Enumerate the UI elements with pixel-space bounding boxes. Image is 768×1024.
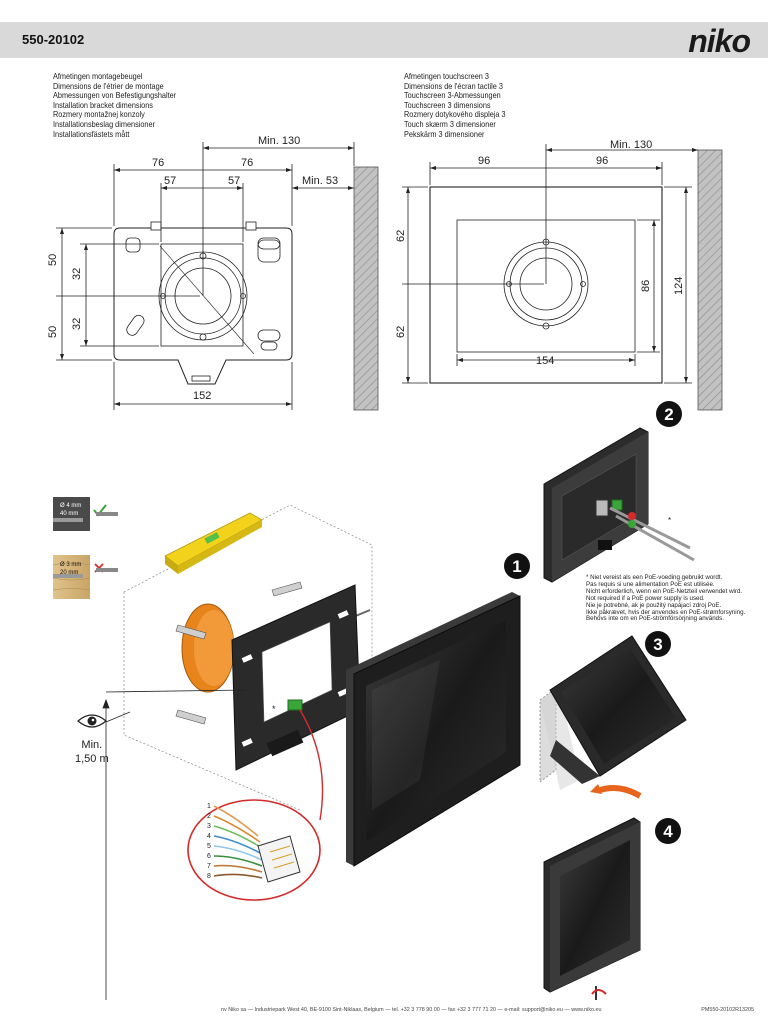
label-line: Rozmery dotykového displeja 3 (404, 109, 506, 120)
dim-57-right: 57 (228, 175, 240, 187)
poe-note-line: * Niet vereist als een PoE-voeding gebru… (586, 574, 723, 581)
dim-50-bottom: 50 (47, 326, 59, 338)
dim-152: 152 (193, 390, 211, 402)
step-4-number: 4 (663, 822, 673, 841)
flush-box (181, 603, 235, 693)
poe-note-line: Not required if a PoE power supply is us… (586, 594, 705, 602)
wire-number: 4 (207, 833, 211, 840)
step-badges (504, 401, 682, 844)
eye-icon (77, 714, 107, 728)
screen-dimension-labels: Afmetingen touchscreen 3 Dimensions de l… (404, 71, 522, 139)
mounting-bracket (231, 584, 361, 771)
screen-drawing (402, 144, 723, 411)
label-line: Afmetingen montagebeugel (53, 71, 143, 81)
dim-62-bottom: 62 (395, 326, 407, 338)
poe-note-line: Behövs inte om en PoE-strömförsörjning a… (586, 615, 724, 623)
footer-reference: PM550-20102R13205 (701, 1007, 754, 1013)
label-line: Abmessungen von Befestigungshalter (53, 90, 177, 101)
dim-32-bottom: 32 (71, 318, 83, 330)
label-line: Dimensions de l'étrier de montage (53, 80, 164, 91)
label-line: Touchscreen 3-Abmessungen (404, 90, 501, 101)
step-1-number: 1 (512, 557, 521, 576)
wire-number: 1 (207, 803, 211, 810)
wire-number: 8 (207, 873, 211, 880)
dim-154: 154 (536, 355, 554, 367)
label-line: Installationsfästets mått (53, 128, 130, 139)
product-code: 550-20102 (22, 32, 85, 47)
step3-device (539, 635, 687, 799)
bracket-drawing (56, 142, 379, 411)
label-line: Touch skærm 3 dimensioner (404, 118, 496, 129)
niko-logo: niko (688, 23, 751, 59)
dim-50-top: 50 (47, 254, 59, 266)
dim-124: 124 (673, 277, 685, 295)
wire-number: 3 (207, 823, 211, 830)
label-line: Dimensions de l'écran tactile 3 (404, 80, 503, 91)
label-line: Pekskärm 3 dimensioner (404, 128, 485, 139)
dim-57-left: 57 (164, 175, 176, 187)
label-line: Installationsbeslag dimensioner (53, 118, 156, 129)
dim-96-left: 96 (478, 155, 490, 167)
drill-concrete-depth: 40 mm (60, 511, 78, 517)
poe-note-line: Ikke påkrævet, hvis der anvendes en PoE-… (586, 608, 746, 616)
drill-concrete-diameter: Ø 4 mm (60, 503, 81, 509)
dim-76-right: 76 (241, 157, 253, 169)
wire-number: 7 (207, 863, 211, 870)
bracket-arrowheads (60, 146, 354, 406)
touchscreen-main (346, 592, 521, 867)
step4-device (543, 817, 641, 1000)
poe-note-line: Pas requis si une alimentation PoE est u… (586, 580, 715, 588)
bracket-dimension-labels: Afmetingen montagebeugel Dimensions de l… (53, 71, 196, 139)
min-height-label: Min. 1,50 m (75, 739, 109, 765)
wire-number: 5 (207, 843, 211, 850)
footer-address: nv Niko sa — Industriepark West 40, BE-9… (221, 1007, 602, 1013)
connector-callout (187, 709, 324, 901)
dim-76-left: 76 (152, 157, 164, 169)
wire-number: 6 (207, 853, 211, 860)
poe-note-line: Nicht erforderlich, wenn ein PoE-Netztei… (586, 587, 743, 595)
dim-96-right: 96 (596, 155, 608, 167)
label-line: Installation bracket dimensions (53, 99, 153, 110)
poe-star-mark: * (272, 704, 276, 714)
step-2-number: 2 (664, 405, 673, 424)
dim-32-top: 32 (71, 268, 83, 280)
drill-wood-depth: 20 mm (60, 570, 78, 576)
wire-number: 2 (207, 813, 211, 820)
dim-min-53: Min. 53 (302, 175, 338, 187)
drill-wood-diameter: Ø 3 mm (60, 562, 81, 568)
dim-min-130-screen: Min. 130 (610, 139, 652, 151)
step-3-number: 3 (653, 635, 662, 654)
spirit-level (164, 512, 263, 574)
drill-concrete-box (53, 497, 118, 531)
drill-wood-box (52, 555, 118, 599)
height-marker (102, 689, 247, 1000)
poe-note-line: Nie je potrebné, ak je použitý napájací … (586, 601, 722, 609)
header-bar: 550-20102 niko (0, 22, 768, 59)
dim-62-top: 62 (395, 230, 407, 242)
label-line: Touchscreen 3 dimensions (404, 99, 491, 110)
label-line: Afmetingen touchscreen 3 (404, 71, 489, 81)
poe-star-step2: * (668, 516, 671, 525)
poe-note: * Niet vereist als een PoE-voeding gebru… (586, 574, 746, 623)
step2-device-back (543, 427, 695, 583)
dim-min-130: Min. 130 (258, 135, 300, 147)
screen-arrowheads (406, 148, 698, 383)
dim-86: 86 (640, 280, 652, 292)
label-line: Rozmery montažnej konzoly (53, 109, 145, 120)
